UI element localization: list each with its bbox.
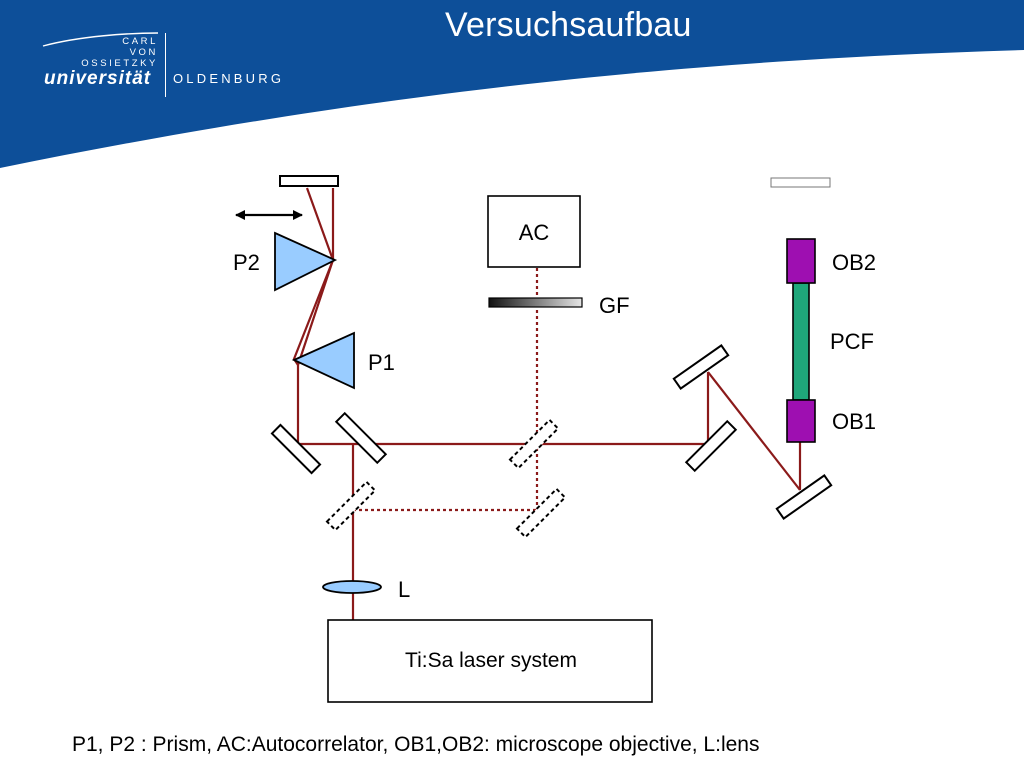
- lens-label: L: [398, 577, 410, 602]
- grey-filter: [488, 297, 583, 308]
- figure-caption: P1, P2 : Prism, AC:Autocorrelator, OB1,O…: [72, 733, 760, 756]
- grey-filter-label: GF: [599, 293, 630, 318]
- laser-system-box: [327, 619, 653, 703]
- mirror-right-upper: [672, 344, 730, 390]
- end-mirror: [279, 175, 339, 187]
- header-banner: [0, 0, 1024, 168]
- logo-city: OLDENBURG: [173, 71, 285, 86]
- ob2-label: OB2: [832, 250, 876, 275]
- mirror-fiber-coupler: [775, 474, 833, 520]
- prism-p1-label: P1: [368, 350, 395, 375]
- laser-beam-path: [292, 187, 802, 620]
- ob1-label: OB1: [832, 409, 876, 434]
- slide-title: Versuchsaufbau: [445, 6, 692, 44]
- objective-ob2: [786, 238, 816, 284]
- logo-divider: [165, 33, 166, 97]
- prism-p2-label: P2: [233, 250, 260, 275]
- logo-swoosh: [42, 32, 159, 47]
- logo-line-ossietzky: OSSIETZKY: [81, 58, 158, 69]
- logo-wordmark: universität: [44, 68, 152, 89]
- flip-mirror-lower-left: [325, 480, 377, 532]
- photonic-crystal-fiber: [792, 282, 810, 401]
- objective-ob1: [786, 399, 816, 443]
- mirror-right-lower: [684, 419, 738, 473]
- lens: [322, 580, 382, 594]
- prism-p2: [274, 231, 338, 292]
- flip-mirror-lower-right: [515, 487, 567, 539]
- pcf-label: PCF: [830, 329, 874, 354]
- flip-mirror-ac: [508, 418, 560, 470]
- laser-system-label: Ti:Sa laser system: [405, 649, 577, 672]
- autocorrelator-label: AC: [519, 220, 550, 245]
- logo-line-carl: CARL: [122, 36, 158, 47]
- mirror-beamsplitter: [334, 411, 388, 465]
- small-marker: [770, 177, 831, 188]
- logo-line-von: VON: [129, 47, 158, 58]
- prism-p1: [291, 331, 355, 390]
- autocorrelator-beam-path: [353, 268, 539, 512]
- autocorrelator-box: [487, 195, 581, 268]
- mirror-left: [270, 423, 322, 475]
